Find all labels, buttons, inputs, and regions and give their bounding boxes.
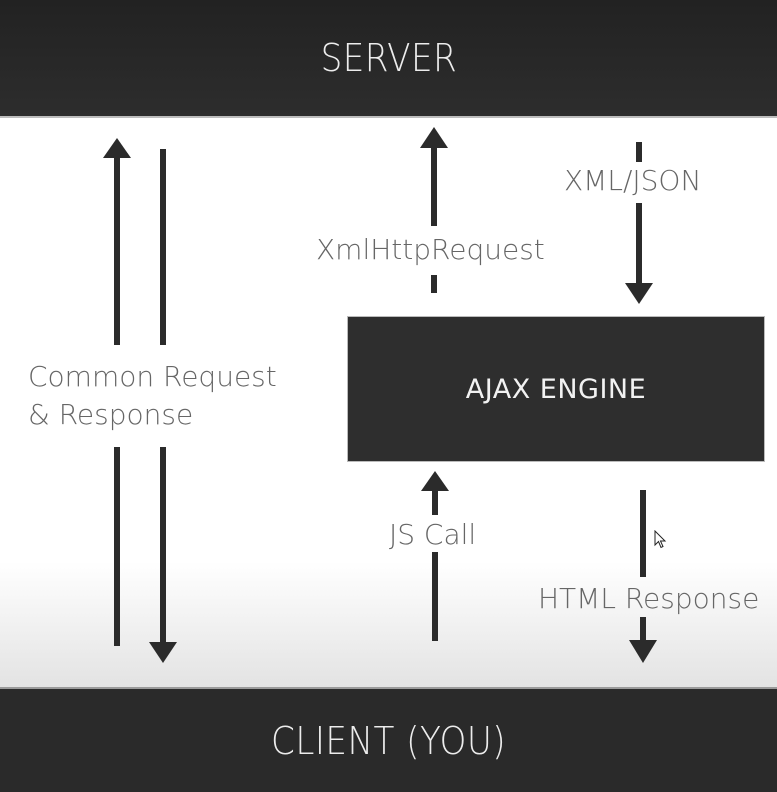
js-call-label: JS Call [389,518,477,551]
server-bar: SERVER [0,0,777,118]
client-bar: CLIENT (YOU) [0,687,777,792]
ajax-engine-label: AJAX ENGINE [465,373,647,405]
xmlhttprequest-label: XmlHttpRequest [316,233,545,266]
html-response-label: HTML Response [538,582,760,615]
js-call-arrow [421,471,449,641]
mouse-pointer-icon [654,529,668,554]
xml-json-arrow [625,142,653,304]
xmlhttprequest-arrow [420,127,448,293]
common-request-label: Common Request [28,360,277,393]
client-label: CLIENT (YOU) [270,718,507,763]
xml-json-label: XML/JSON [564,164,702,197]
common-request-arrow [103,138,131,646]
ajax-engine-box: AJAX ENGINE [347,316,765,462]
html-response-arrow [629,490,657,663]
common-response-label: & Response [28,398,194,431]
server-label: SERVER [320,36,457,80]
common-response-arrow [149,149,177,663]
